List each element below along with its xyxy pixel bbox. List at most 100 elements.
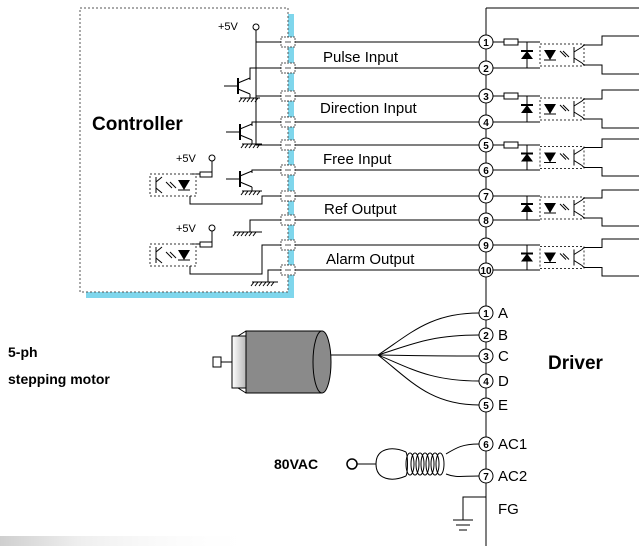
svg-text:D: D (498, 373, 509, 390)
signal-label-direction: Direction Input (320, 100, 418, 117)
coil-loop (405, 452, 415, 476)
connector-terminal (280, 62, 296, 74)
diode (521, 51, 533, 59)
svg-text:6: 6 (483, 166, 489, 177)
opto-circuit (493, 238, 639, 277)
connector-terminal (280, 139, 296, 151)
svg-text:10: 10 (480, 266, 492, 277)
svg-text:AC2: AC2 (498, 468, 527, 485)
opto-circuit (493, 35, 639, 75)
twisted-pair-coil (405, 451, 445, 477)
controller-optocoupler (149, 154, 281, 205)
transistor (226, 169, 281, 196)
connector-terminal (280, 239, 296, 251)
supply-label-1: +5V (218, 21, 239, 33)
svg-text:2: 2 (483, 64, 489, 75)
pin-1: 1 (478, 34, 494, 50)
resistor (503, 92, 519, 100)
motor-lead (377, 354, 480, 382)
resistor (503, 141, 519, 149)
controller-frame (79, 7, 289, 293)
driver-optocouplers (493, 35, 639, 277)
motor-lead (377, 312, 480, 356)
optocoupler-box (539, 43, 585, 67)
pin-2: 2 (478, 60, 494, 76)
coil-loop (435, 452, 445, 476)
svg-text:1: 1 (483, 38, 489, 49)
svg-text:C: C (498, 348, 509, 365)
connector-terminal (280, 116, 296, 128)
diode (521, 204, 533, 212)
motor-label-line1: 5-ph (8, 344, 38, 360)
motor-wires (331, 312, 480, 406)
diode (521, 105, 533, 113)
svg-text:3: 3 (483, 352, 489, 363)
opto-circuit (493, 189, 639, 227)
opto-circuit (493, 89, 639, 129)
signal-label-pulse: Pulse Input (323, 49, 399, 66)
driver-pins: 1 2 3 4 5 6 7 8 9 10 (478, 34, 494, 278)
coil-loop (420, 452, 430, 476)
optocoupler-box (539, 97, 585, 121)
controller-optocoupler (149, 224, 281, 275)
resistor (503, 38, 519, 46)
pin-10: 10 (478, 262, 494, 278)
pin-9: 9 (478, 237, 494, 253)
connector-terminal (280, 164, 296, 176)
pullup-resistor (199, 241, 213, 248)
connector-terminal (280, 264, 296, 276)
optocoupler-box (539, 246, 585, 269)
motor-lead (377, 354, 480, 406)
signal-label-free: Free Input (323, 151, 392, 168)
svg-text:9: 9 (483, 241, 489, 252)
connector-terminal (280, 36, 296, 48)
svg-text:5: 5 (483, 141, 489, 152)
svg-text:B: B (498, 327, 508, 344)
svg-text:8: 8 (483, 216, 489, 227)
transistor (224, 67, 281, 103)
svg-text:5: 5 (483, 401, 489, 412)
pin-6: 6 (478, 162, 494, 178)
svg-text:4: 4 (483, 377, 489, 388)
controller-box: Controller (79, 7, 294, 298)
svg-text:6: 6 (483, 440, 489, 451)
svg-text:3: 3 (483, 92, 489, 103)
motor-lead (377, 354, 480, 357)
ground-label: FG (498, 501, 519, 518)
signal-wiring: Pulse Input Direction Input Free Input R… (295, 41, 479, 271)
supply-terminal (252, 23, 260, 31)
pin-7: 7 (478, 188, 494, 204)
controller-circuit: +5V +5V +5V (149, 21, 281, 287)
pin-5: 5 (478, 137, 494, 153)
pin-3: 3 (478, 88, 494, 104)
connector-terminal (280, 190, 296, 202)
opto-circuit (493, 138, 639, 177)
pin-8: 8 (478, 212, 494, 228)
motor-label-line2: stepping motor (8, 371, 110, 387)
coil-loop (415, 452, 425, 476)
connector-terminal (280, 214, 296, 226)
svg-text:E: E (498, 397, 508, 414)
signal-label-ref: Ref Output (324, 201, 397, 218)
supply-label-3: +5V (176, 223, 197, 235)
optocoupler-box (539, 146, 585, 169)
controller-label: Controller (92, 114, 183, 135)
pullup-resistor (199, 171, 213, 178)
coil-loop (425, 452, 435, 476)
diode (521, 153, 533, 162)
driver-boundary: Driver (485, 7, 639, 546)
svg-text:1: 1 (483, 309, 489, 320)
driver-label: Driver (548, 353, 604, 374)
svg-text:A: A (498, 305, 508, 322)
optocoupler-box (539, 196, 585, 220)
